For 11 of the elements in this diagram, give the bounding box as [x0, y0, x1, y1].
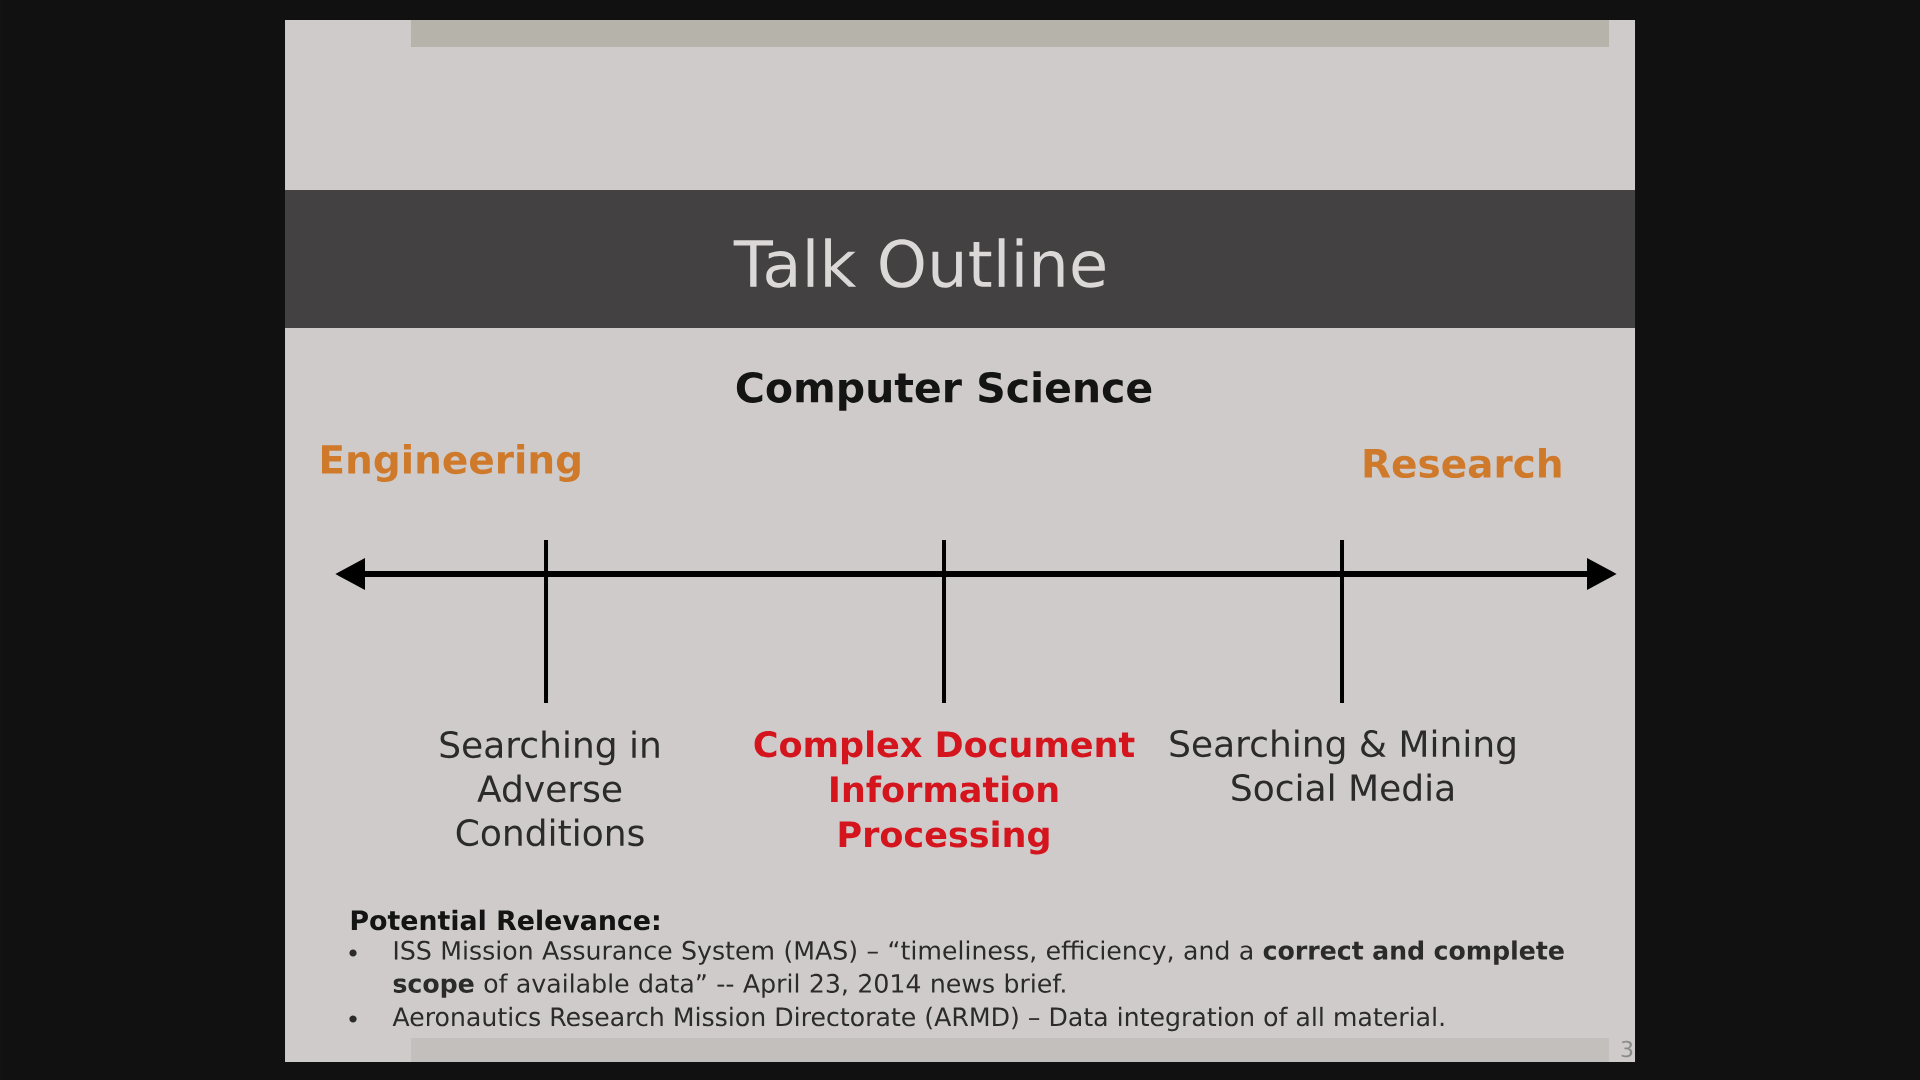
topic-label: Complex Document Information Processing — [754, 730, 1135, 855]
axis-end-label: Research — [1364, 447, 1561, 479]
axis-end-label: Engineering — [322, 444, 580, 482]
section-heading: Potential Relevance: — [351, 909, 659, 931]
bullet-text: ISS Mission Assurance System (MAS) – “timeliness, efficiency, and a correct and complete scope of available data” -- April 23, 2014 news brief. — [393, 940, 1564, 998]
topic-label: Searching & Mining Social Media — [1170, 729, 1515, 802]
page-number: 3 — [1621, 1040, 1633, 1058]
title-banner: Talk Outline — [285, 190, 1635, 328]
heading: Computer Science — [736, 371, 1152, 411]
bullet-text: Aeronautics Research Mission Directorate (ARMD) – Data integration of all material. — [392, 1006, 1444, 1032]
topic-label: Searching in Adverse Conditions — [440, 730, 659, 847]
